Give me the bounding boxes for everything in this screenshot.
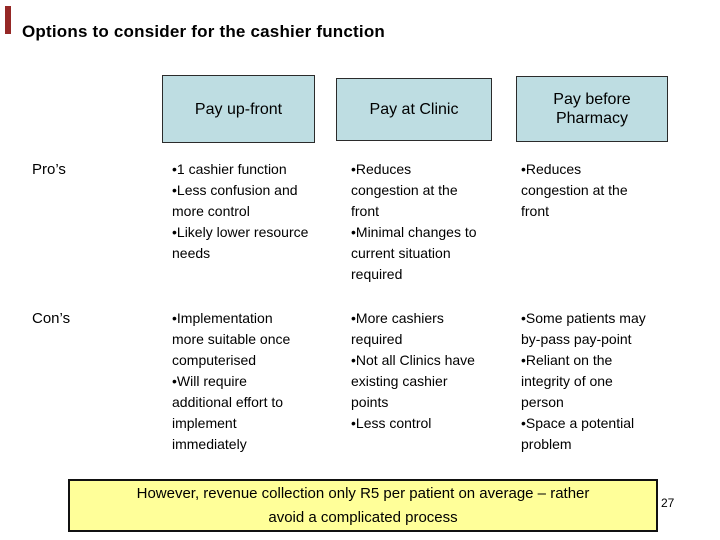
- cell-cons-pay-at-clinic: •More cashiers required •Not all Clinics…: [351, 310, 475, 431]
- column-header-pay-before-pharmacy: Pay before Pharmacy: [516, 76, 668, 142]
- cell-cons-pay-up-front: •Implementation more suitable once compu…: [172, 310, 291, 452]
- cell-pros-pay-before-pharmacy: •Reduces congestion at the front: [521, 161, 628, 219]
- row-label-pros: Pro’s: [32, 161, 66, 178]
- cell-pros-pay-at-clinic: •Reduces congestion at the front •Minima…: [351, 161, 477, 282]
- page-number: 27: [661, 496, 675, 510]
- cell-pros-pay-up-front: •1 cashier function •Less confusion and …: [172, 161, 309, 261]
- cell-cons-pay-before-pharmacy: •Some patients may by-pass pay-point •Re…: [521, 310, 646, 452]
- column-header-pay-up-front: Pay up-front: [162, 75, 315, 143]
- column-header-pay-at-clinic: Pay at Clinic: [336, 78, 492, 141]
- slide-title: Options to consider for the cashier func…: [22, 22, 385, 41]
- row-label-cons: Con’s: [32, 310, 71, 327]
- footer-note: However, revenue collection only R5 per …: [68, 479, 658, 532]
- accent-bar: [5, 6, 11, 34]
